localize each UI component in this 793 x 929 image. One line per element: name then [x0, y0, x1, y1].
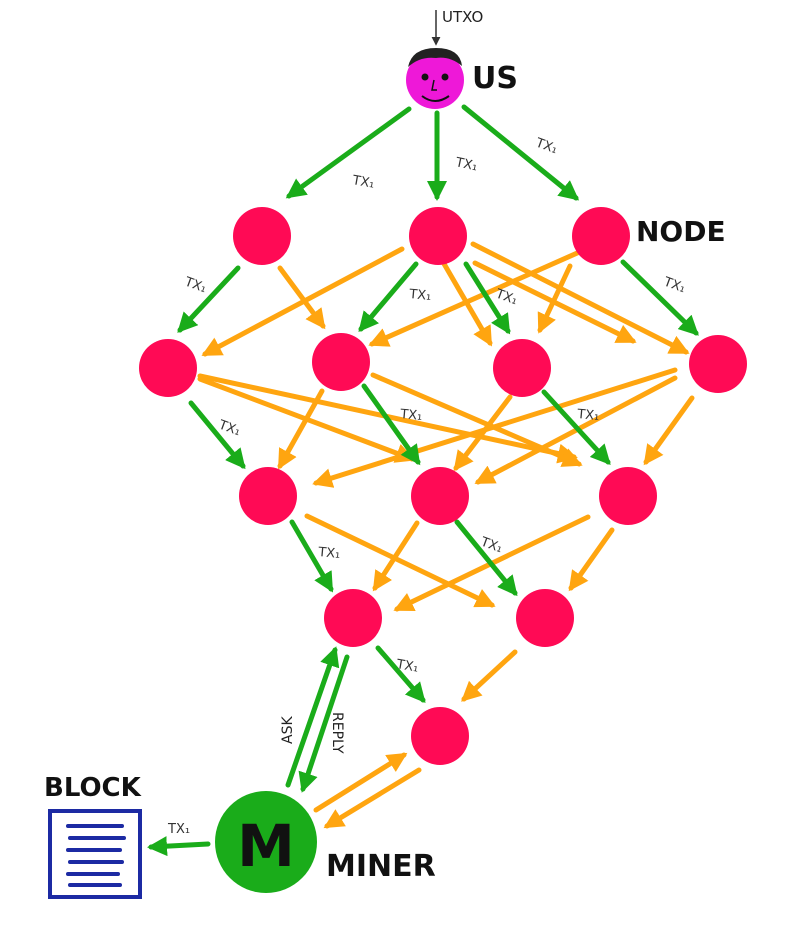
reply-label: REPLY	[329, 712, 345, 754]
relay-arrow	[313, 752, 408, 813]
tx-arrow	[298, 654, 350, 793]
tx-edge-label: TX₁	[661, 274, 688, 296]
relay-arrow	[568, 527, 615, 592]
network-node	[411, 707, 469, 765]
miner-m-icon	[215, 791, 317, 893]
smiley-face-icon	[406, 51, 464, 109]
relay-arrow	[537, 263, 573, 334]
network-node	[139, 339, 197, 397]
relay-arrow	[277, 388, 325, 470]
tx-arrow	[285, 106, 412, 199]
relay-arrow	[470, 241, 690, 355]
relay-arrow	[461, 649, 518, 702]
relay-arrow	[304, 513, 496, 608]
tx-arrow	[358, 261, 419, 333]
tx-edge-label: TX₁	[350, 173, 375, 192]
tx-arrow	[289, 519, 334, 593]
tx-arrow	[361, 383, 421, 466]
network-node	[516, 589, 574, 647]
tx-edge-label: TX₁	[408, 287, 432, 304]
tx-edge-label: TX₁	[576, 407, 600, 424]
tx-edge-label: TX₁	[317, 545, 341, 562]
relay-arrow	[643, 395, 695, 466]
network-nodes	[139, 207, 747, 765]
relay-arrow	[370, 372, 583, 467]
ask-label: ASK	[280, 716, 296, 744]
network-node	[239, 467, 297, 525]
tx-edge-label: TX₁	[493, 286, 520, 308]
network-node	[689, 335, 747, 393]
tx-arrow	[375, 645, 426, 704]
node-label: NODE	[636, 215, 726, 248]
tx-edge-label: TX₁	[453, 155, 479, 174]
relay-arrow	[368, 247, 587, 347]
network-node	[493, 339, 551, 397]
us-node	[406, 48, 464, 109]
relay-arrow	[440, 259, 493, 347]
network-node	[411, 467, 469, 525]
document-block-icon	[48, 809, 142, 899]
green-tx-arrows	[147, 104, 699, 857]
relay-arrow	[277, 265, 326, 330]
network-node	[233, 207, 291, 265]
tx-arrow	[454, 519, 518, 597]
tx-edge-label: TX₁	[399, 407, 423, 424]
tx-arrow	[463, 261, 511, 335]
tx-arrow	[285, 646, 340, 788]
relay-arrow	[323, 767, 422, 829]
network-node	[599, 467, 657, 525]
block-label: BLOCK	[44, 773, 142, 803]
miner-node: M	[215, 791, 317, 893]
tx-arrow	[541, 389, 611, 465]
tx-edge-label: TX₁	[478, 534, 505, 556]
hair	[408, 48, 462, 67]
tx-edge-label: TX₁	[182, 274, 209, 296]
tx-edge-label: TX₁	[394, 657, 419, 676]
network-node	[324, 589, 382, 647]
network-node	[572, 207, 630, 265]
tx-edge-label: TX₁	[216, 417, 243, 439]
tx-edge-label: TX₁	[533, 135, 560, 157]
relay-arrow	[372, 520, 420, 592]
tx-arrow	[620, 259, 699, 336]
relay-arrow	[453, 394, 513, 472]
tx-arrow	[147, 836, 211, 857]
network-node	[312, 333, 370, 391]
tx-edge-label: TX₁	[167, 822, 190, 837]
network-node	[409, 207, 467, 265]
tx-arrow	[461, 104, 580, 201]
miner-glyph: M	[237, 812, 295, 880]
tx-arrow	[177, 265, 241, 333]
miner-label: MINER	[326, 849, 436, 884]
utxo-label: UTXO	[442, 8, 483, 26]
tx-arrow	[188, 400, 246, 470]
us-label: US	[472, 61, 518, 96]
